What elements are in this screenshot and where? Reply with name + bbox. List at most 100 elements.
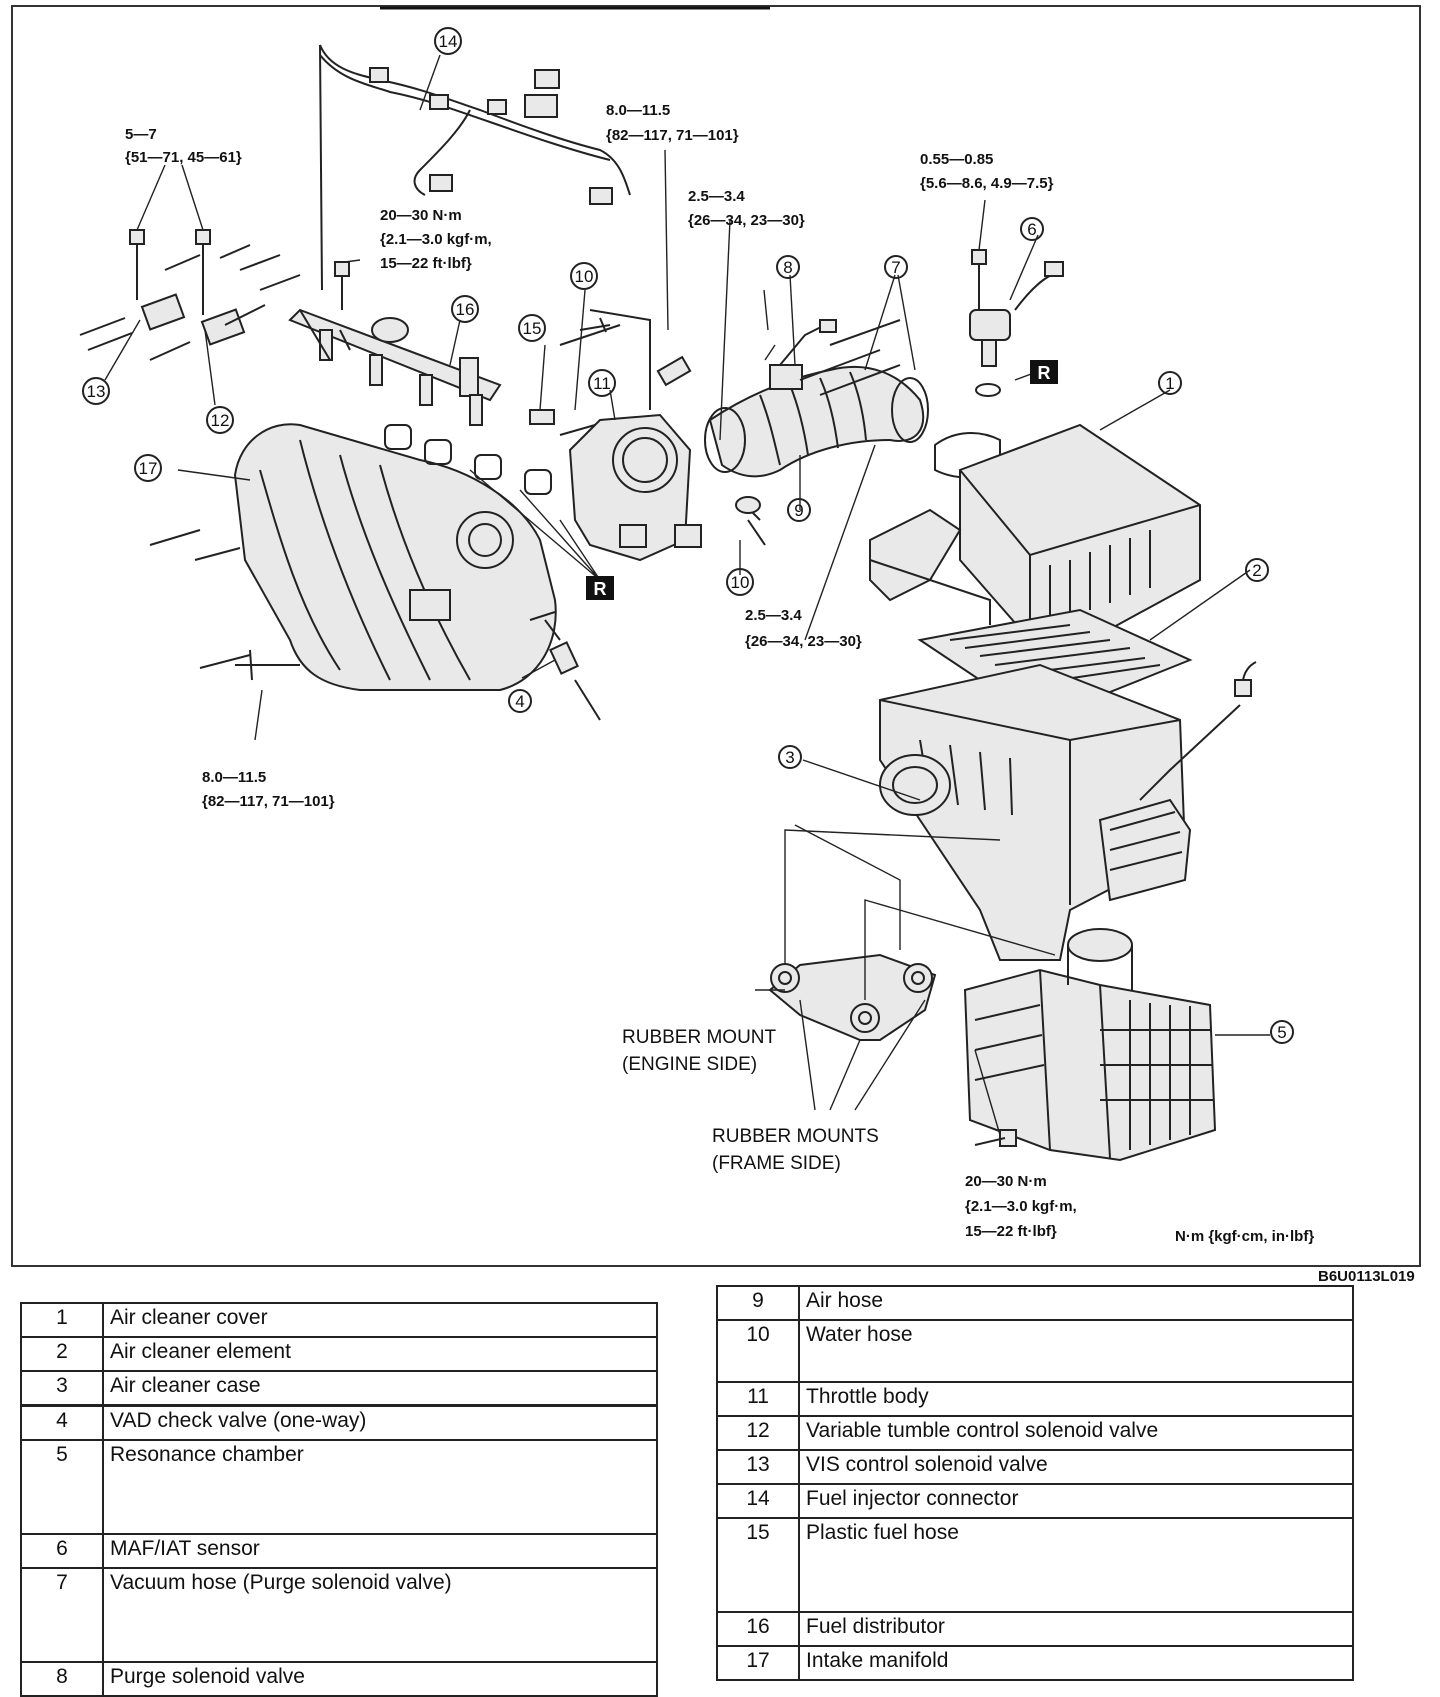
svg-text:1: 1 [1165, 374, 1174, 393]
table-row: 16 Fuel distributor [716, 1611, 1354, 1647]
callout-15: 15 [518, 314, 546, 342]
svg-text:3: 3 [785, 748, 794, 767]
svg-text:10: 10 [575, 267, 594, 286]
svg-text:2: 2 [1252, 561, 1261, 580]
callout-7: 7 [884, 255, 908, 279]
fuel-injector-connector-drawing [319, 44, 631, 291]
part-name: MAF/IAT sensor [102, 1533, 658, 1569]
part-number: 7 [20, 1567, 104, 1663]
r-badge-replace-gaskets: R [586, 576, 614, 600]
callout-12: 12 [206, 406, 234, 434]
table-row: 9 Air hose [716, 1285, 1354, 1321]
throttle-body-drawing [529, 309, 766, 562]
callout-13: 13 [82, 377, 110, 405]
part-name: VIS control solenoid valve [798, 1449, 1354, 1485]
table-row: 7 Vacuum hose (Purge solenoid valve) [20, 1567, 658, 1663]
rubber-mount-side-caption: (ENGINE SIDE) [622, 1054, 757, 1075]
part-number: 10 [716, 1319, 800, 1383]
part-number: 2 [20, 1336, 104, 1372]
torque-8-top-value: 8.0—11.5 [606, 102, 670, 119]
svg-text:9: 9 [794, 501, 803, 520]
intake-manifold-drawing [149, 423, 557, 691]
part-number: 4 [20, 1405, 104, 1441]
part-name: Air cleaner case [102, 1370, 658, 1406]
part-number: 16 [716, 1611, 800, 1647]
rubber-mount-caption: RUBBER MOUNT [622, 1027, 777, 1048]
air-hose-drawing [704, 319, 929, 478]
vad-check-valve-drawing [529, 611, 601, 721]
torque-20-bottom-value: 20—30 N·m [965, 1173, 1047, 1190]
callout-8: 8 [776, 255, 800, 279]
torque-20-bottom-ftlbf: 15—22 ft·lbf} [965, 1223, 1057, 1240]
svg-text:16: 16 [456, 300, 475, 319]
part-name: Resonance chamber [102, 1439, 658, 1535]
table-row: 1 Air cleaner cover [20, 1302, 658, 1338]
table-row: 17 Intake manifold [716, 1645, 1354, 1681]
torque-20-top-value: 20—30 N·m [380, 207, 462, 224]
part-name: Air hose [798, 1285, 1354, 1321]
svg-text:15: 15 [523, 319, 542, 338]
svg-text:17: 17 [139, 459, 158, 478]
callout-10-bottom: 10 [726, 568, 754, 596]
svg-text:R: R [1038, 363, 1051, 383]
callout-2: 2 [1245, 558, 1269, 582]
table-row: 12 Variable tumble control solenoid valv… [716, 1415, 1354, 1451]
rubber-mounts-drawing [768, 824, 1056, 1041]
torque-5-7-value: 5—7 [125, 126, 157, 143]
part-number: 3 [20, 1370, 104, 1406]
part-number: 15 [716, 1517, 800, 1613]
svg-text:14: 14 [439, 32, 458, 51]
parts-table-left-top: 1 Air cleaner cover 2 Air cleaner elemen… [20, 1302, 658, 1406]
table-row: 2 Air cleaner element [20, 1336, 658, 1372]
svg-text:12: 12 [211, 411, 230, 430]
part-name: Variable tumble control solenoid valve [798, 1415, 1354, 1451]
torque-055-value: 0.55—0.85 [920, 151, 993, 168]
solenoid-valves-drawing [79, 229, 301, 361]
callout-11: 11 [588, 369, 616, 397]
part-number: 5 [20, 1439, 104, 1535]
torque-8-bottom-value: 8.0—11.5 [202, 769, 266, 786]
callout-10-top: 10 [570, 262, 598, 290]
svg-text:R: R [594, 579, 607, 599]
part-number: 14 [716, 1483, 800, 1519]
part-number: 11 [716, 1381, 800, 1417]
rubber-mounts-caption: RUBBER MOUNTS [712, 1126, 879, 1147]
svg-text:8: 8 [783, 258, 792, 277]
part-number: 9 [716, 1285, 800, 1321]
table-row: 10 Water hose [716, 1319, 1354, 1383]
part-number: 1 [20, 1302, 104, 1338]
part-name: VAD check valve (one-way) [102, 1405, 658, 1441]
rubber-mounts-side-caption: (FRAME SIDE) [712, 1153, 841, 1174]
callout-3: 3 [778, 745, 802, 769]
torque-25-top-value: 2.5—3.4 [688, 188, 745, 205]
part-name: Intake manifold [798, 1645, 1354, 1681]
part-name: Air cleaner cover [102, 1302, 658, 1338]
torque-25-top-units: {26—34, 23—30} [688, 212, 805, 229]
svg-text:13: 13 [87, 382, 106, 401]
table-row: 5 Resonance chamber [20, 1439, 658, 1535]
callout-5: 5 [1270, 1020, 1294, 1044]
air-cleaner-case-drawing [879, 661, 1257, 961]
part-name: Fuel distributor [798, 1611, 1354, 1647]
table-row: 14 Fuel injector connector [716, 1483, 1354, 1519]
air-cleaner-cover-drawing [869, 423, 1201, 641]
torque-20-bottom-kgf: {2.1—3.0 kgf·m, [965, 1198, 1077, 1215]
table-row: 6 MAF/IAT sensor [20, 1533, 658, 1569]
callout-9: 9 [787, 498, 811, 522]
part-number: 6 [20, 1533, 104, 1569]
part-number: 8 [20, 1661, 104, 1697]
part-number: 17 [716, 1645, 800, 1681]
part-name: Plastic fuel hose [798, 1517, 1354, 1613]
diagram-frame [11, 5, 1421, 1267]
part-number: 13 [716, 1449, 800, 1485]
torque-8-bottom-units: {82—117, 71—101} [202, 793, 335, 810]
table-row: 15 Plastic fuel hose [716, 1517, 1354, 1613]
r-badge-replace: R [1030, 360, 1058, 384]
callout-1: 1 [1158, 371, 1182, 395]
unit-legend: N·m {kgf·cm, in·lbf} [1175, 1228, 1314, 1245]
part-name: Water hose [798, 1319, 1354, 1383]
torque-8-top-units: {82—117, 71—101} [606, 127, 739, 144]
torque-055-units: {5.6—8.6, 4.9—7.5} [920, 175, 1054, 192]
diagram-id: B6U0113L019 [1318, 1268, 1415, 1285]
callout-6: 6 [1020, 217, 1044, 241]
